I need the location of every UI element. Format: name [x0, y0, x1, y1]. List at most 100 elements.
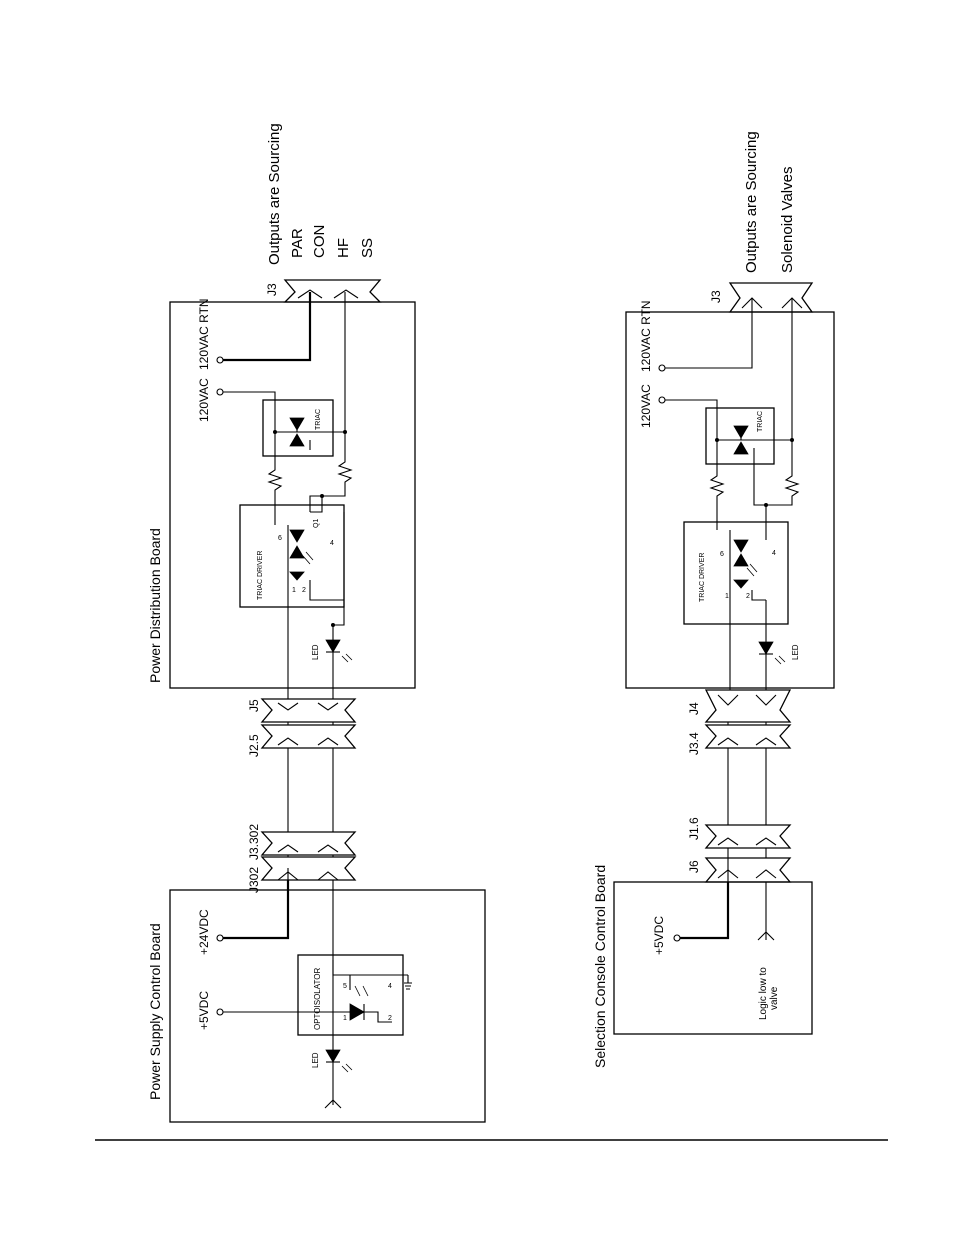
- label-optoisolator: OPTOISOLATOR: [313, 968, 322, 1030]
- diagram-2: Selection Console Control Board J6 J1.6 …: [592, 131, 835, 1068]
- label2-5vdc: +5VDC: [652, 916, 666, 955]
- label-j302: J302: [247, 867, 261, 893]
- node-led: [331, 623, 335, 627]
- triac2-box: [705, 407, 775, 465]
- pin-d2: 2: [302, 587, 306, 594]
- driver-wires: [287, 496, 344, 601]
- pin2-d6: 6: [720, 551, 724, 558]
- label-j3-4: J3.4: [687, 732, 701, 755]
- opto-light-arrows: [354, 985, 369, 997]
- scc-board-box: [613, 881, 813, 1035]
- logic-line1: Logic low to: [758, 967, 769, 1020]
- connector-j1-6: [704, 824, 792, 849]
- label2-120vac: 120VAC: [639, 384, 653, 428]
- wire2-120vac-rtn: [665, 298, 753, 369]
- opto-led-cathode: [363, 1004, 392, 1023]
- psu-board-title: Power Supply Control Board: [147, 923, 163, 1100]
- label2-triac: TRIAC: [757, 411, 764, 432]
- label-j6: J6: [687, 860, 701, 873]
- pin-5: 5: [343, 983, 347, 990]
- driver2-triac-symbol: [733, 539, 749, 567]
- driver-triac-symbol: [289, 529, 305, 559]
- opto-led-diode: [349, 1003, 365, 1021]
- label-j3-302: J3.302: [247, 824, 261, 860]
- opto-transistor: [332, 960, 368, 990]
- connector-j3-2: [728, 282, 814, 313]
- outputs-title-2: Outputs are Sourcing: [743, 131, 760, 273]
- output-con: CON: [311, 225, 328, 258]
- terminal2-5vdc: [673, 934, 681, 942]
- psu-led-diode: [325, 1049, 341, 1063]
- pin-1: 1: [343, 1015, 347, 1022]
- psu-board-box: [169, 889, 486, 1123]
- triac2-wires: [717, 426, 792, 458]
- diagram-1: Power Supply Control Board Power Distrib…: [147, 123, 486, 1123]
- outputs-subtitle-2: Solenoid Valves: [779, 167, 796, 273]
- wire2-5vdc: [680, 882, 730, 940]
- label-j3-top: J3: [265, 283, 279, 296]
- scc-board-title: Selection Console Control Board: [592, 865, 608, 1068]
- pdb2-led-rays: [774, 655, 786, 665]
- label-j2-5: J2.5: [247, 734, 261, 757]
- logic-line2: valve: [769, 986, 780, 1010]
- connector-j5: [260, 698, 357, 723]
- connector-j4: [704, 689, 792, 723]
- pin-d6: 6: [278, 535, 282, 542]
- label2-led: LED: [791, 644, 800, 660]
- resistor2-right: [753, 440, 800, 506]
- label-triac: TRIAC: [315, 409, 322, 430]
- label-24vdc: +24VDC: [197, 909, 211, 955]
- driver2-wires: [729, 505, 767, 690]
- triac-driver2-box: [683, 521, 789, 625]
- resistor2-left: [709, 440, 725, 530]
- connector-j3-302: [260, 831, 357, 856]
- label-j1-6: J1.6: [687, 817, 701, 840]
- ground-icon: [404, 975, 412, 990]
- label-psu-led: LED: [311, 1052, 320, 1068]
- label-j4: J4: [687, 702, 701, 715]
- wire2-120vac: [665, 399, 718, 440]
- wire-120vac: [223, 391, 276, 432]
- label-j3-2: J3: [709, 290, 723, 303]
- pin-2: 2: [388, 1015, 392, 1022]
- output-hf: HF: [335, 238, 352, 258]
- label-q1: Q1: [313, 519, 320, 528]
- output-ss: SS: [359, 238, 376, 258]
- driver2-led-diode: [733, 579, 749, 589]
- driver-led-diode: [289, 571, 305, 581]
- pin2-d2: 2: [746, 593, 750, 600]
- terminal2-120vac-rtn: [658, 364, 666, 372]
- pin-d1: 1: [292, 587, 296, 594]
- pdb-board-title: Power Distribution Board: [147, 528, 163, 683]
- pin2-d4: 4: [772, 550, 776, 557]
- driver2-light-arrows: [746, 563, 758, 577]
- label-j5: J5: [247, 699, 261, 712]
- resistor-right: [309, 432, 353, 512]
- resistor-left: [267, 432, 283, 525]
- driver-light-arrows: [302, 551, 314, 565]
- terminal2-120vac: [658, 396, 666, 404]
- pdb-led-rays: [341, 653, 353, 663]
- optoisolator-box: [297, 954, 404, 1036]
- label-5vdc: +5VDC: [197, 991, 211, 1030]
- label2-120vac-rtn: 120VAC RTN: [639, 300, 653, 372]
- terminal-120vac: [216, 388, 224, 396]
- connector-j302: [260, 856, 357, 881]
- pdb2-led-diode: [758, 641, 774, 655]
- terminal-24vdc: [216, 934, 224, 942]
- connector-j6: [704, 857, 792, 883]
- pin2-d1: 1: [725, 593, 729, 600]
- connector-j2-5: [260, 724, 357, 749]
- wire-driver-4: [332, 512, 345, 699]
- label2-triac-driver: TRIAC DRIVER: [699, 553, 706, 602]
- label-120vac: 120VAC: [197, 378, 211, 422]
- triac-wires: [275, 418, 345, 450]
- pin-d4: 4: [330, 540, 334, 547]
- pdb-led-diode: [325, 639, 341, 653]
- label-120vac-rtn: 120VAC RTN: [197, 298, 211, 370]
- terminal-5vdc: [216, 1008, 224, 1016]
- wire-24vdc: [223, 880, 290, 940]
- triac-box: [262, 399, 334, 457]
